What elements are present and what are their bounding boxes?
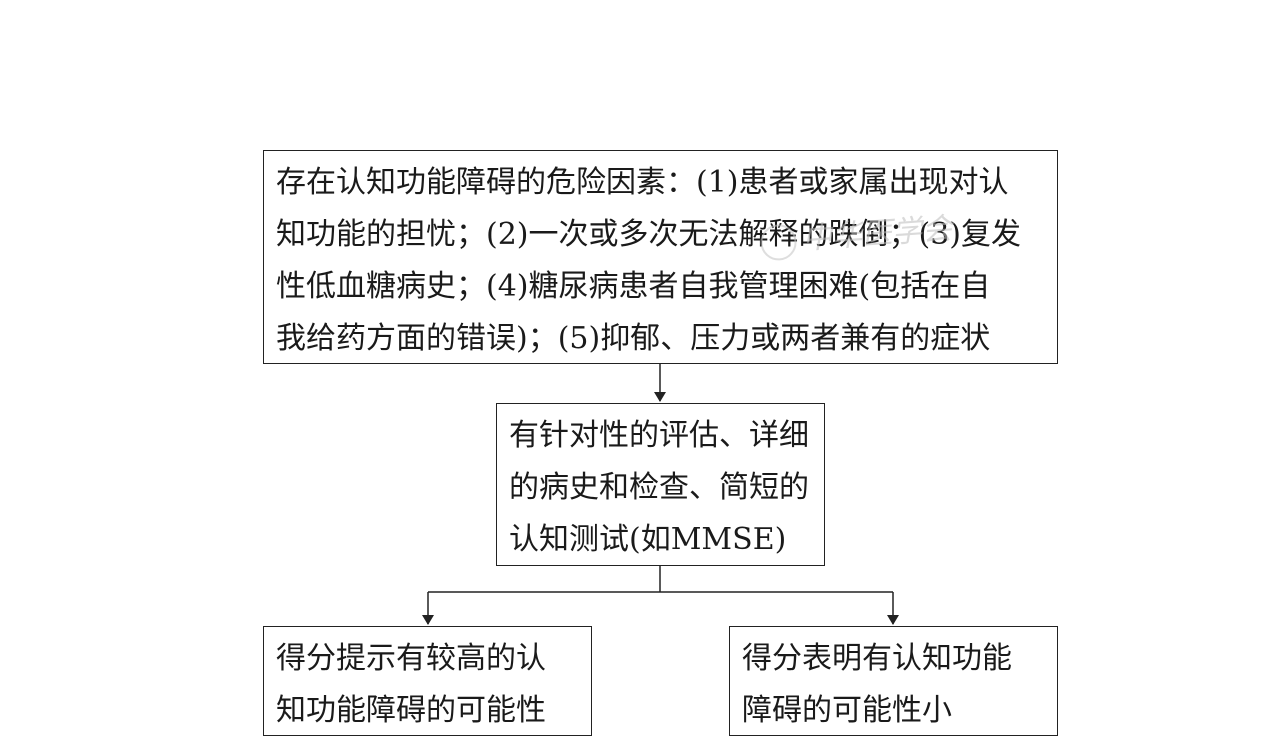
- assessment-line-2: 的病史和检查、简短的: [509, 470, 809, 505]
- low-score-line-1: 得分表明有认知功能: [742, 641, 1012, 676]
- risk-factors-line-1: 存在认知功能障碍的危险因素：(1)患者或家属出现对认: [276, 165, 1009, 200]
- risk-factors-line-2: 知功能的担忧；(2)一次或多次无法解释的跌倒；(3)复发: [276, 217, 1021, 252]
- risk-factors-line-4: 我给药方面的错误)；(5)抑郁、压力或两者兼有的症状: [276, 321, 991, 356]
- assessment-line-1: 有针对性的评估、详细: [509, 418, 809, 453]
- low-score-line-2: 障碍的可能性小: [742, 693, 952, 728]
- assessment-line-3: 认知测试(如MMSE): [509, 522, 787, 557]
- risk-factors-line-3: 性低血糖病史；(4)糖尿病患者自我管理困难(包括在自: [276, 269, 991, 304]
- high-score-line-2: 知功能障碍的可能性: [276, 693, 546, 728]
- risk-factors-box: 存在认知功能障碍的危险因素：(1)患者或家属出现对认 知功能的担忧；(2)一次或…: [263, 150, 1058, 364]
- watermark-seal-icon: [759, 223, 798, 262]
- assessment-box: 有针对性的评估、详细 的病史和检查、简短的 认知测试(如MMSE): [496, 403, 825, 566]
- high-score-line-1: 得分提示有较高的认: [276, 641, 546, 676]
- low-score-box: 得分表明有认知功能 障碍的可能性小: [729, 626, 1058, 736]
- high-score-box: 得分提示有较高的认 知功能障碍的可能性: [263, 626, 592, 736]
